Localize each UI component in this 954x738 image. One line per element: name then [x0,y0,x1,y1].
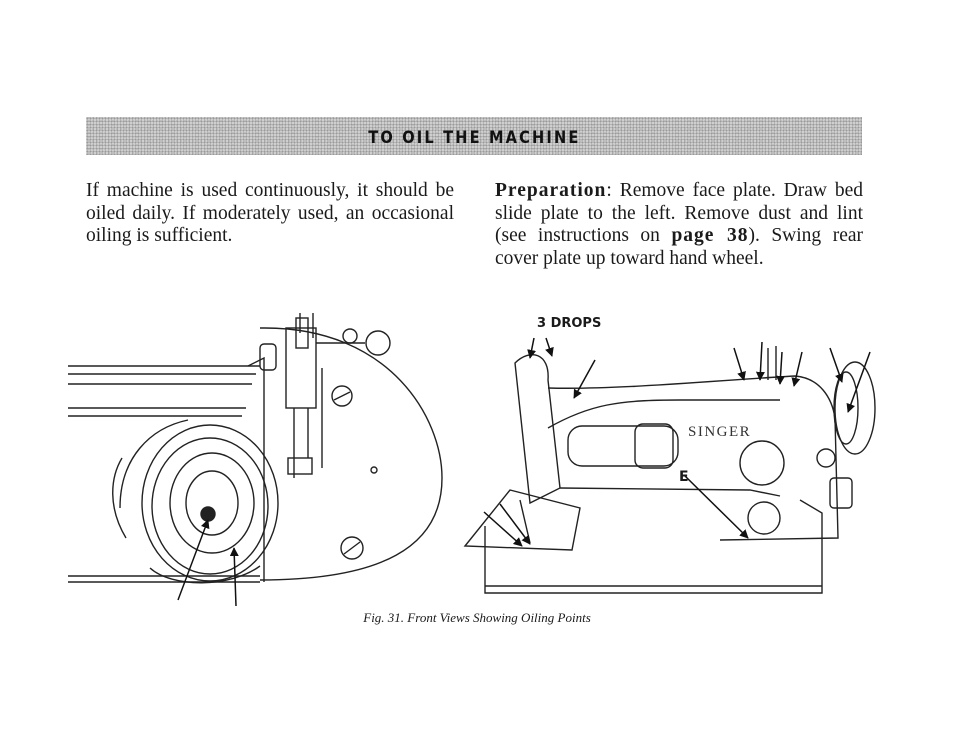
preparation-label: Preparation [495,180,607,201]
three-drops-label: 3 DROPS [537,316,602,331]
section-title: TO OIL THE MACHINE [367,128,581,148]
machine-oil-arrows [483,337,871,547]
bobbin-oil-arrows [177,519,239,607]
preparation-text-2: ). Swing rear cover plate up toward hand… [495,225,863,269]
oil-point-e-label: E [679,469,689,485]
page-reference: page 38 [671,225,749,246]
oiling-points-figure: SINGER [68,313,876,607]
figure-caption: Fig. 31. Front Views Showing Oiling Poin… [363,610,591,625]
preparation-paragraph: Preparation: Remove face plate. Draw bed… [495,180,863,270]
brand-label: SINGER [688,424,751,440]
section-header-bar: TO OIL THE MACHINE [86,117,862,155]
preparation-text-1: : Remove face plate. Draw bed slide plat… [495,180,863,246]
intro-paragraph: If machine is used continuously, it shou… [86,180,454,246]
sewing-machine-illustration [463,346,876,594]
bobbin-area-illustration [68,313,443,584]
